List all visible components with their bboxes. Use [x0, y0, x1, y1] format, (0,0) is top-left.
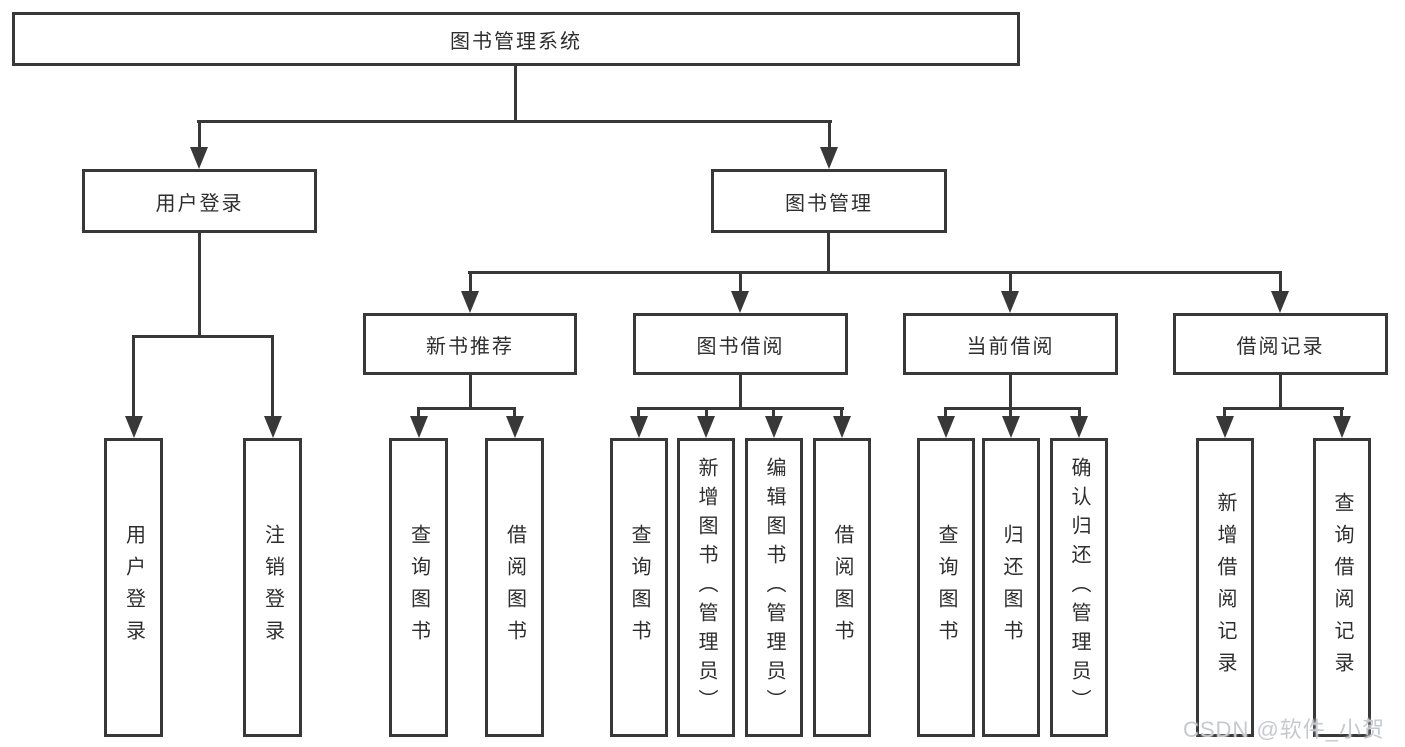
arrowhead-leaf-cb-return [1002, 416, 1020, 438]
connector-to-leaf-nbr-query [417, 407, 420, 420]
arrowhead-leaf-cb-query [937, 416, 955, 438]
node-label: 图书管理 [785, 192, 873, 215]
arrowhead-leaf-bb-borrow [833, 416, 851, 438]
node-label: 新增借阅记录 [1214, 491, 1236, 684]
leaf-logout-login: 注销登录 [243, 438, 302, 737]
connector-to-leaf-bb-edit [772, 407, 775, 420]
arrowhead-current-borrowing [1001, 291, 1019, 313]
connector-to-leaf-cb-return [1009, 407, 1012, 420]
connector-to-leaf-nbr-borrow [513, 407, 516, 420]
arrowhead-leaf-nbr-query [410, 416, 428, 438]
connector-to-leaf-cb-query [944, 407, 947, 420]
leaf-nbr-borrow-books: 借阅图书 [485, 438, 544, 737]
leaf-bb-query-books: 查询图书 [610, 438, 668, 737]
node-book-borrowing: 图书借阅 [633, 313, 848, 375]
leaf-cb-confirm-return-admin: 确认归还（管理员） [1050, 438, 1108, 737]
node-label: 注销登录 [261, 523, 284, 652]
node-label: 确认归还（管理员） [1068, 457, 1090, 718]
node-label: 用户登录 [122, 523, 145, 652]
node-label: 借阅图书 [503, 523, 526, 652]
leaf-bb-edit-books-admin: 编辑图书（管理员） [745, 438, 803, 737]
connector-to-leaf-bb-query [637, 407, 640, 420]
arrowhead-leaf-cb-confirm [1070, 416, 1088, 438]
connector-new-book-stem [469, 375, 472, 407]
leaf-br-query-record: 查询借阅记录 [1313, 438, 1371, 737]
connector-current-borrowing-horizontal [944, 407, 1081, 410]
connector-current-borrowing-stem [1009, 375, 1012, 407]
node-library-management-system: 图书管理系统 [12, 12, 1020, 66]
leaf-cb-query-books: 查询图书 [917, 438, 975, 737]
arrowhead-leaf-br-add [1216, 416, 1234, 438]
node-label: 查询借阅记录 [1331, 491, 1353, 684]
arrowhead-leaf-bb-edit [765, 416, 783, 438]
connector-to-leaf-bb-borrow [840, 407, 843, 420]
node-label: 查询图书 [935, 523, 957, 652]
node-current-borrowing: 当前借阅 [903, 313, 1118, 375]
arrowhead-leaf-user-login [125, 416, 143, 438]
leaf-bb-borrow-books: 借阅图书 [813, 438, 871, 737]
node-label: 借阅记录 [1236, 335, 1325, 358]
connector-book-borrowing-horizontal [637, 407, 844, 410]
node-label: 查询图书 [628, 523, 650, 652]
node-book-management: 图书管理 [711, 169, 947, 233]
leaf-cb-return-books: 归还图书 [982, 438, 1040, 737]
arrowhead-leaf-bb-add [697, 416, 715, 438]
leaf-user-login: 用户登录 [104, 438, 163, 737]
node-new-book-recommendation: 新书推荐 [363, 313, 577, 375]
connector-borrowing-records-horizontal [1223, 407, 1344, 410]
node-label: 图书借阅 [696, 335, 785, 358]
connector-user-login-horizontal [132, 335, 274, 338]
node-borrowing-records: 借阅记录 [1173, 313, 1388, 375]
arrowhead-leaf-bb-query [630, 416, 648, 438]
connector-to-leaf-br-query [1340, 407, 1343, 420]
connector-level3-horizontal [468, 271, 1282, 274]
connector-to-book-borrowing [739, 271, 742, 295]
arrowhead-user-login [190, 147, 208, 169]
node-label: 查询图书 [407, 523, 430, 652]
watermark-text: CSDN @软件_小贺同学 [1183, 717, 1386, 742]
node-label: 新增图书（管理员） [695, 457, 717, 718]
node-label: 当前借阅 [966, 335, 1055, 358]
leaf-nbr-query-books: 查询图书 [389, 438, 448, 737]
leaf-bb-add-books-admin: 新增图书（管理员） [677, 438, 735, 737]
connector-to-new-book [469, 271, 472, 295]
arrowhead-leaf-logout [264, 416, 282, 438]
node-label: 编辑图书（管理员） [763, 457, 785, 718]
node-label: 借阅图书 [831, 523, 853, 652]
arrowhead-leaf-nbr-borrow [506, 416, 524, 438]
leaf-br-add-record: 新增借阅记录 [1196, 438, 1254, 737]
arrowhead-borrowing-records [1271, 291, 1289, 313]
connector-to-user-login [198, 120, 201, 150]
arrowhead-book-management [820, 147, 838, 169]
arrowhead-book-borrowing [731, 291, 749, 313]
node-label: 图书管理系统 [450, 30, 582, 53]
connector-root-stem [514, 66, 517, 120]
connector-new-book-horizontal [417, 407, 516, 410]
node-user-login: 用户登录 [82, 169, 317, 233]
connector-to-book-management [828, 120, 831, 150]
node-label: 新书推荐 [426, 335, 514, 358]
node-label: 用户登录 [155, 192, 244, 215]
connector-book-management-stem [827, 233, 830, 271]
connector-borrowing-records-stem [1279, 375, 1282, 407]
connector-to-borrowing-records [1279, 271, 1282, 295]
connector-to-leaf-bb-add [705, 407, 708, 420]
connector-to-leaf-br-add [1223, 407, 1226, 420]
arrowhead-leaf-br-query [1333, 416, 1351, 438]
connector-level2-horizontal [197, 120, 832, 123]
node-label: 归还图书 [1000, 523, 1022, 652]
connector-to-leaf-user-login [132, 335, 135, 420]
arrowhead-new-book [461, 291, 479, 313]
connector-book-borrowing-stem [739, 375, 742, 407]
connector-to-leaf-cb-confirm [1078, 407, 1081, 420]
connector-to-current-borrowing [1009, 271, 1012, 295]
connector-to-leaf-logout [271, 335, 274, 420]
connector-user-login-stem [198, 233, 201, 335]
